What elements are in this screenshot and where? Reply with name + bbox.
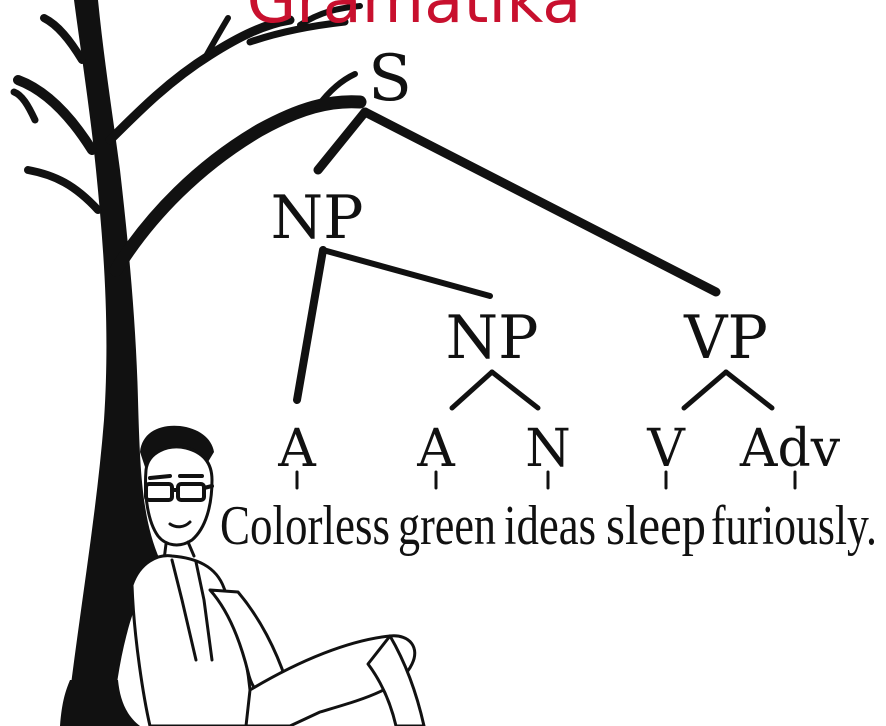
sentence: Colorless green ideas sleep furiously.	[220, 495, 877, 557]
word-sleep: sleep	[606, 495, 706, 557]
man-brows	[148, 474, 204, 480]
glasses-icon	[144, 482, 214, 502]
tree-edges	[293, 107, 797, 490]
tree-branch-main-right	[109, 95, 367, 277]
node-a2: A	[416, 419, 456, 479]
edge-vp-to-adv	[723, 369, 775, 411]
tree-branch-s-upper	[246, 18, 349, 46]
tree-branch-left-small	[10, 88, 39, 124]
tree-trunk	[66, 0, 160, 726]
edge-np-to-a1	[293, 246, 327, 404]
node-adv: Adv	[739, 419, 841, 479]
tree-branch-twig-2	[297, 3, 363, 28]
tree-node-labels: S NP NP VP A A N V Adv	[271, 42, 841, 479]
word-ideas: ideas	[504, 495, 596, 557]
man-lower-leg	[366, 634, 426, 726]
word-colorless: Colorless	[220, 495, 390, 557]
edge-inner-np-to-n	[489, 369, 541, 411]
man-hair	[140, 425, 214, 470]
seated-man	[130, 425, 426, 726]
node-s: S	[368, 42, 412, 116]
tree-branch-twig-3	[315, 71, 358, 109]
tree-branch-left-mid	[24, 166, 102, 214]
man-mouth	[168, 520, 192, 529]
tree-branch-left-top	[40, 14, 86, 64]
edge-np-to-inner-np	[320, 247, 493, 299]
tree-root-flare	[60, 680, 140, 726]
tree-branch-left-upper	[13, 75, 97, 155]
edge-vp-to-v	[681, 369, 729, 411]
edge-s-to-np	[313, 107, 370, 175]
node-v: V	[646, 419, 686, 479]
edge-s-to-vp	[360, 107, 721, 297]
page-title: Gramatika	[247, 0, 582, 38]
node-n: N	[525, 419, 571, 479]
edge-inner-np-to-a2	[449, 369, 495, 411]
tree-drawing	[10, 0, 367, 726]
man-lapels	[170, 558, 214, 662]
node-a1: A	[277, 419, 317, 479]
node-vp: VP	[683, 303, 768, 373]
node-subject-np: NP	[271, 183, 364, 253]
node-inner-np: NP	[446, 303, 539, 373]
word-furiously: furiously.	[711, 495, 877, 557]
tree-branch-twig-1	[202, 15, 231, 61]
word-green: green	[398, 495, 496, 557]
